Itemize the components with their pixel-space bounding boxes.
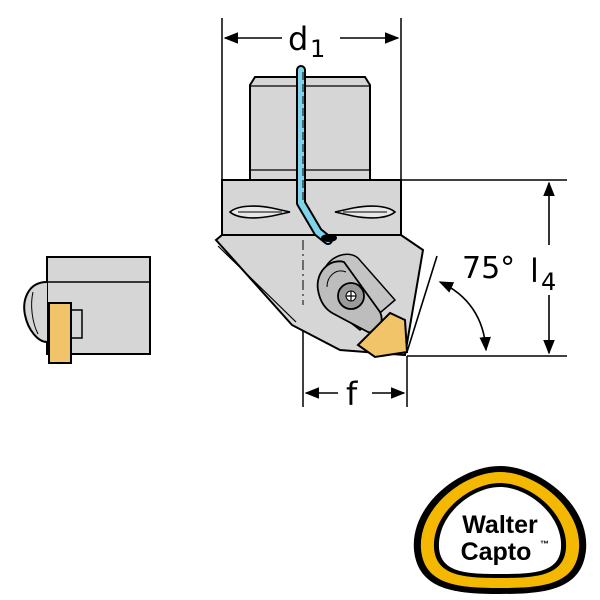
coolant-slot-right (334, 205, 397, 219)
logo-line-walter: Walter (462, 511, 538, 539)
dimension-angle: 75° (406, 251, 515, 353)
dimension-d1: d 1 (221, 18, 402, 180)
side-view (23, 256, 151, 364)
l4-subscript: 4 (541, 268, 556, 296)
d1-label: d (288, 20, 308, 58)
l4-label: l (530, 252, 539, 290)
walter-capto-logo: Walter Capto ™ (413, 466, 587, 594)
logo-line-capto: Capto (461, 538, 532, 566)
d1-subscript: 1 (310, 35, 325, 63)
dimension-f: f (304, 356, 408, 413)
cutting-insert (356, 311, 409, 359)
tool-holder (214, 65, 425, 407)
angle-label: 75° (462, 251, 515, 286)
side-insert (48, 302, 72, 364)
coolant-slot-left (228, 205, 291, 219)
dimension-l4: l 4 (401, 179, 567, 357)
f-label: f (346, 375, 358, 413)
clamp (316, 260, 383, 334)
logo-trademark: ™ (540, 539, 549, 549)
